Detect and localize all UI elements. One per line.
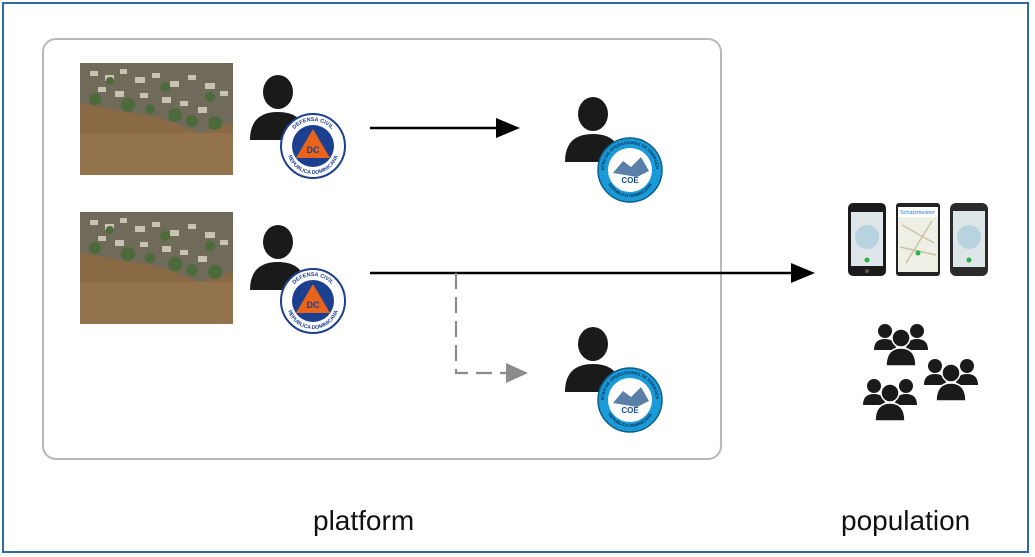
flood-photo-bottom bbox=[80, 212, 233, 324]
coe-badge-bottom: COE CENTRO DE OPERACIONES DE EMERGENCIA … bbox=[597, 367, 663, 433]
platform-label: platform bbox=[313, 505, 415, 536]
smartphone-middle-icon: Schatzmeister bbox=[896, 203, 940, 281]
people-group-left-icon bbox=[862, 375, 918, 428]
people-group-right-icon bbox=[923, 355, 979, 408]
phone-header-text: Schatzmeister bbox=[900, 210, 935, 216]
arrow-dashed-dc-to-coe bbox=[454, 273, 528, 383]
smartphone-right-icon bbox=[950, 203, 988, 281]
arrow-dc-to-coe bbox=[370, 118, 520, 138]
dc-badge-text: DC bbox=[307, 300, 320, 310]
flood-photo-top bbox=[80, 63, 233, 175]
coe-badge-text: COE bbox=[621, 406, 639, 415]
population-label: population bbox=[841, 505, 971, 536]
smartphone-left-icon bbox=[848, 203, 886, 281]
dc-badge-text: DC bbox=[307, 145, 320, 155]
defensa-civil-badge-top: DC DEFENSA CIVIL REPUBLICA DOMINICANA bbox=[280, 113, 346, 179]
coe-badge-text: COE bbox=[621, 176, 639, 185]
platform-box bbox=[42, 38, 722, 460]
arrow-dc-to-population bbox=[370, 263, 815, 283]
defensa-civil-badge-bottom: DC DEFENSA CIVIL REPUBLICA DOMINICANA bbox=[280, 268, 346, 334]
coe-badge-top: COE CENTRO DE OPERACIONES DE EMERGENCIA … bbox=[597, 137, 663, 203]
people-group-top-icon bbox=[873, 320, 929, 373]
